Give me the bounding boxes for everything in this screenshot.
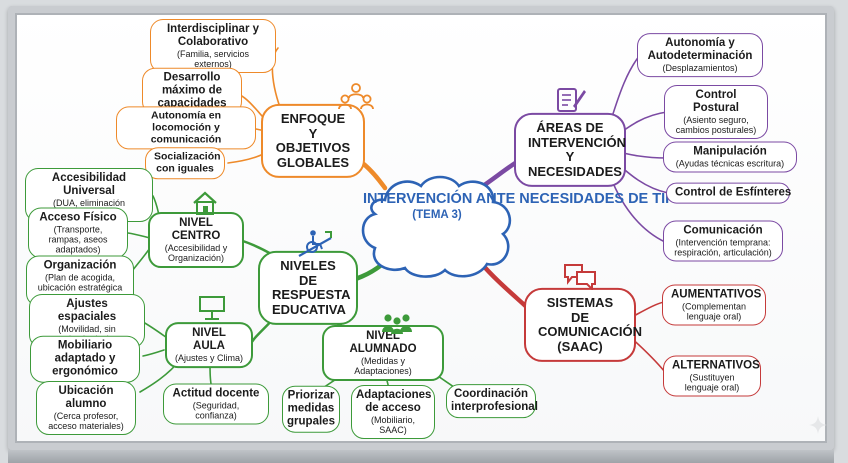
branch-enfoque-title: ENFOQUE Y OBJETIVOS GLOBALES [275,110,351,170]
branch-sistemas: SISTEMAS DE COMUNICACIÓN (SAAC) [524,287,642,363]
leaf-alternativos: ALTERNATIVOS (Sustituyen lenguaje oral) [663,355,761,397]
leaf-title: Adaptaciones de acceso [356,389,432,414]
leaf-sub: (Ayudas técnicas escritura) [675,158,785,169]
central-topic: INTERVENCIÓN ANTE NECESIDADES DE TIPO MO… [361,175,744,278]
leaf-sub: (Seguridad, confianza) [192,400,240,421]
leaf-sub: (Cerca profesor, acceso materiales) [48,410,124,431]
leaf-title: Interdisciplinar y Colaborativo [166,23,260,48]
leaf-title: Priorizar medidas grupales [287,389,335,428]
leaf-title: AUMENTATIVOS [671,288,762,301]
house-icon [193,191,217,215]
leaf-sub: (Mobiliario, SAAC) [370,414,415,435]
leaf-sub: (Transporte, rampas, aseos adaptados) [48,224,108,255]
leaf-acceso-fisico: Acceso Físico (Transporte, rampas, aseos… [28,207,128,259]
leaf-title: Autonomía en locomoción y comunicación [150,109,222,145]
leaf-actitud-docente: Actitud docente (Seguridad, confianza) [163,383,269,425]
branch-niveles-title: NIVELES DE RESPUESTA EDUCATIVA [272,257,351,317]
node-title: NIVEL CENTRO [171,217,221,242]
leaf-sub: (Sustituyen lenguaje oral) [684,372,740,393]
leaf-title: Control de Esfínteres [675,186,792,199]
leaf-comunicacion: Comunicación (Intervención temprana: res… [663,220,783,262]
leaf-sub: (Asiento seguro, cambios posturales) [675,114,757,135]
leaf-title: ALTERNATIVOS [672,359,760,372]
leaf-adaptaciones-acceso: Adaptaciones de acceso (Mobiliario, SAAC… [351,385,435,439]
leaf-title: Ajustes espaciales [57,298,117,323]
leaf-manipulacion: Manipulación (Ayudas técnicas escritura) [663,141,797,173]
leaf-sub: (Familia, servicios externos) [176,48,249,69]
leaf-title: Control Postural [692,89,739,114]
leaf-title: Comunicación [683,224,763,237]
leaf-title: Actitud docente [172,387,260,400]
branch-niveles: NIVELES DE RESPUESTA EDUCATIVA [258,250,358,326]
leaf-title: Autonomía y Autodeterminación [647,37,753,62]
leaf-title: Organización [43,259,117,272]
central-subtitle: (TEMA 3) [412,209,462,222]
leaf-title: Manipulación [693,145,767,158]
leaf-autodeterminacion: Autonomía y Autodeterminación (Desplazam… [637,33,763,77]
leaf-ubicacion-alumno: Ubicación alumno (Cerca profesor, acceso… [36,381,136,435]
leaf-title: Accesibilidad Universal [51,172,127,197]
cloud-shape [361,175,512,278]
leaf-title: Socialización con iguales [154,150,221,174]
leaf-mobiliario: Mobiliario adaptado y ergonómico [30,335,140,383]
node-sub: (Medidas y Adaptaciones) [354,355,412,376]
leaf-autonomia-locomocion: Autonomía en locomoción y comunicación [116,106,256,150]
leaf-coordinacion: Coordinación interprofesional [446,384,538,418]
node-nivel-aula: NIVEL AULA (Ajustes y Clima) [165,322,253,368]
leaf-esfinteres: Control de Esfínteres [666,182,792,204]
branch-areas-title: ÁREAS DE INTERVENCIÓN Y NECESIDADES [528,119,626,179]
leaf-title: Ubicación alumno [58,385,114,410]
leaf-priorizar: Priorizar medidas grupales [282,385,340,433]
team-icon [338,83,374,110]
node-title: NIVEL AULA [192,327,226,352]
branch-sistemas-title: SISTEMAS DE COMUNICACIÓN (SAAC) [538,294,642,354]
leaf-sub: (Desplazamientos) [662,62,738,73]
wheelchair-ramp-icon [298,230,332,257]
speech-bubbles-icon [564,264,596,290]
leaf-title: Coordinación interprofesional [451,388,538,413]
classroom-icon [199,296,225,320]
students-icon [382,314,412,334]
leaf-title: Desarrollo máximo de capacidades [157,71,227,110]
leaf-sub: (Intervención temprana: respiración, art… [674,237,772,258]
branch-enfoque: ENFOQUE Y OBJETIVOS GLOBALES [261,103,365,179]
node-sub: (Ajustes y Clima) [175,352,244,363]
leaf-sub: (Complementan lenguaje oral) [681,301,747,322]
node-sub: (Accesibilidad y Organización) [164,242,228,263]
leaf-aumentativos: AUMENTATIVOS (Complementan lenguaje oral… [662,284,766,326]
leaf-socializacion: Socialización con iguales [145,147,225,179]
marker-tray [8,450,834,463]
notepad-icon [557,88,586,112]
node-nivel-centro: NIVEL CENTRO (Accesibilidad y Organizaci… [148,212,244,268]
leaf-title: Acceso Físico [39,211,117,224]
leaf-control-postural: Control Postural (Asiento seguro, cambio… [664,85,768,139]
leaf-interdisciplinar: Interdisciplinar y Colaborativo (Familia… [150,19,276,73]
node-nivel-alumnado: NIVEL ALUMNADO (Medidas y Adaptaciones) [322,325,444,381]
leaf-title: Mobiliario adaptado y ergonómico [52,339,118,378]
branch-areas: ÁREAS DE INTERVENCIÓN Y NECESIDADES [514,112,626,188]
sparkle-icon [809,416,827,434]
central-title: INTERVENCIÓN ANTE NECESIDADES DE TIPO MO… [363,191,744,207]
